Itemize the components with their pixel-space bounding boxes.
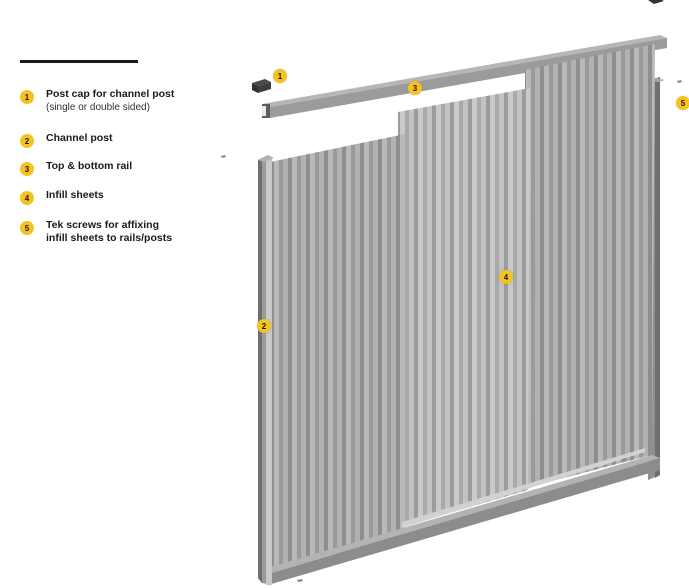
legend-item-subtitle: (single or double sided) xyxy=(46,102,150,113)
callout-3: 3 xyxy=(408,81,422,95)
legend-item-title-line2: infill sheets to rails/posts xyxy=(46,232,173,244)
number-badge: 5 xyxy=(20,221,34,235)
tek-screws xyxy=(221,0,682,582)
callout-2: 2 xyxy=(257,319,271,333)
legend-item-title: Post cap for channel post xyxy=(46,88,175,100)
top-rail xyxy=(262,35,667,118)
legend-item-title: Channel post xyxy=(46,132,113,144)
infill-sheet-back xyxy=(525,44,655,488)
legend-divider xyxy=(20,60,138,63)
legend-item-5: 5 Tek screws for affixing infill sheets … xyxy=(20,219,172,245)
legend-item-4: 4 Infill sheets xyxy=(20,189,104,205)
number-badge: 4 xyxy=(20,191,34,205)
number-badge: 3 xyxy=(20,162,34,176)
infill-sheet-front xyxy=(270,134,405,572)
number-badge: 1 xyxy=(20,90,34,104)
legend-item-title: Infill sheets xyxy=(46,189,104,201)
post-cap-part xyxy=(252,79,271,93)
legend-item-1: 1 Post cap for channel post (single or d… xyxy=(20,88,174,114)
bottom-rail xyxy=(260,448,660,585)
legend-item-title: Tek screws for affixing xyxy=(46,219,160,231)
infill-sheet-middle xyxy=(398,88,530,528)
callout-5: 5 xyxy=(676,96,689,110)
callout-1: 1 xyxy=(273,69,287,83)
callout-4: 4 xyxy=(499,270,513,284)
legend-item-title: Top & bottom rail xyxy=(46,160,133,172)
legend-item-2: 2 Channel post xyxy=(20,132,113,148)
number-badge: 2 xyxy=(20,134,34,148)
legend-item-3: 3 Top & bottom rail xyxy=(20,160,132,176)
left-channel-post xyxy=(258,155,274,585)
